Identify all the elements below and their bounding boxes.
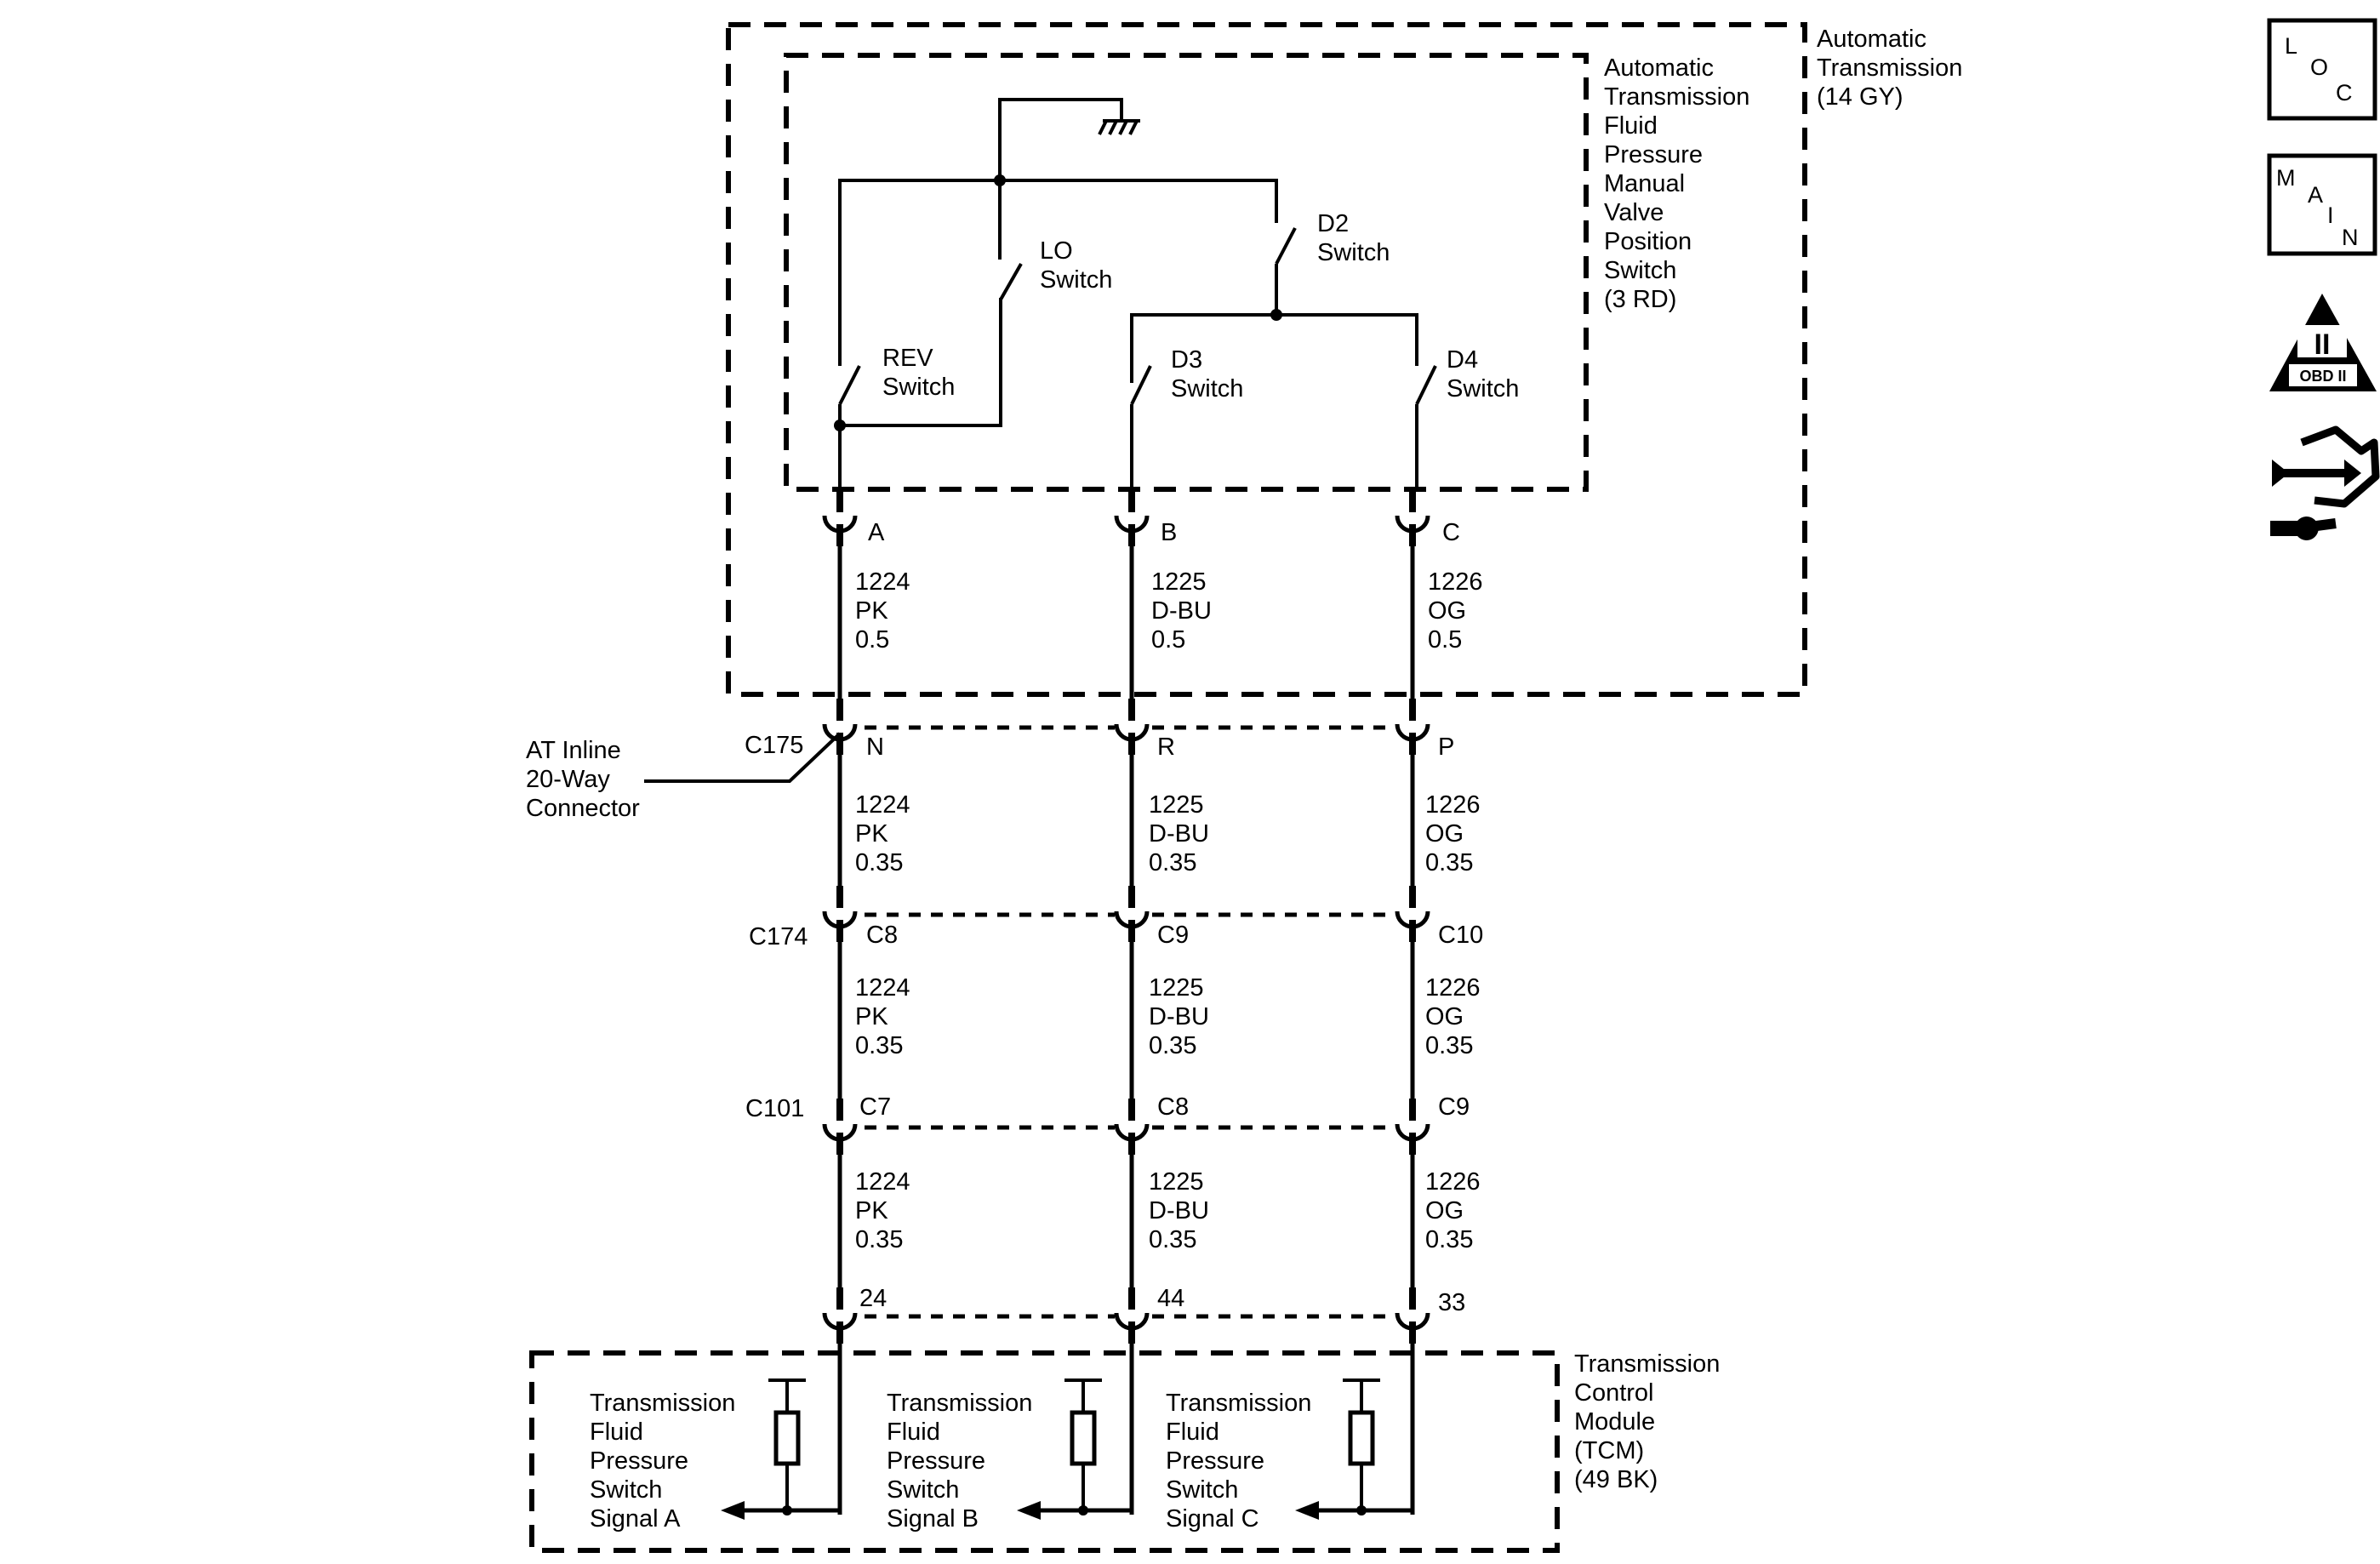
svg-text:N: N: [2342, 225, 2359, 250]
rev-switch-label: REV Switch: [882, 345, 955, 401]
pressure-switch-boundary: [784, 53, 1589, 492]
svg-text:C: C: [2336, 80, 2353, 106]
lo-switch-label: LO Switch: [1040, 237, 1112, 294]
pin-label-c175-n: N: [866, 733, 884, 761]
pin-label-switch-a: A: [868, 519, 885, 546]
pin-label-c174-c10: C10: [1438, 922, 1483, 949]
tcm-input-circuit: [1295, 1378, 1413, 1520]
pin-label-c175-p: P: [1438, 733, 1454, 761]
wire-label-1226-seg3: 1226 OG 0.35: [1425, 974, 1487, 1059]
c175-leader-line: [644, 732, 842, 783]
wire-columns: [822, 489, 1430, 1515]
connector-cavity: [1114, 699, 1150, 755]
tcm-label: Transmission Control Module (TCM) (49 BK…: [1574, 1350, 1726, 1493]
pin-label-c174-c8: C8: [866, 922, 898, 949]
wire-label-1224-seg2: 1224 PK 0.35: [855, 791, 917, 876]
connector-cavity: [1395, 1287, 1430, 1344]
connector-cavity: [1114, 886, 1150, 942]
pin-label-tcm-24: 24: [859, 1285, 887, 1312]
connector-cavity: [822, 1099, 858, 1155]
automatic-transmission-label: Automatic Transmission (14 GY): [1817, 26, 1969, 111]
inline-connector-label: AT Inline 20-Way Connector: [526, 737, 640, 822]
c101-label: C101: [745, 1095, 804, 1122]
tcm-boundary: [529, 1350, 1560, 1553]
tcm-input-circuit: [1017, 1378, 1132, 1520]
signal-c-label: Transmission Fluid Pressure Switch Signa…: [1166, 1390, 1318, 1533]
pin-label-c101-c8: C8: [1157, 1093, 1189, 1121]
svg-text:L: L: [2285, 33, 2297, 59]
pin-label-c175-r: R: [1157, 733, 1175, 761]
wire-label-1225-seg4: 1225 D-BU 0.35: [1149, 1168, 1216, 1253]
svg-text:O: O: [2310, 54, 2328, 80]
pin-label-switch-b: B: [1161, 519, 1177, 546]
connector-cavity: [822, 699, 858, 755]
wire-label-1226-seg2: 1226 OG 0.35: [1425, 791, 1487, 876]
c175-label: C175: [745, 732, 803, 759]
wire-label-1225-seg3: 1225 D-BU 0.35: [1149, 974, 1216, 1059]
service-arrows-wrench-icon[interactable]: [2270, 425, 2380, 541]
pin-label-c101-c7: C7: [859, 1093, 891, 1121]
connector-cavity: [1395, 699, 1430, 755]
main-icon[interactable]: M A I N: [2267, 153, 2377, 256]
wire-label-1224-seg1: 1224 PK 0.5: [855, 568, 917, 654]
pin-label-c174-c9: C9: [1157, 922, 1189, 949]
connector-cavity: [1114, 1099, 1150, 1155]
connector-cavity: [1114, 490, 1150, 546]
wire-label-1224-seg4: 1224 PK 0.35: [855, 1168, 917, 1253]
wire-label-1225-seg2: 1225 D-BU 0.35: [1149, 791, 1216, 876]
d2-switch-label: D2 Switch: [1317, 210, 1390, 266]
automatic-transmission-boundary: [726, 22, 1807, 697]
d4-switch-label: D4 Switch: [1447, 346, 1519, 402]
connector-cavity: [1114, 1287, 1150, 1344]
c174-label: C174: [749, 923, 808, 950]
pin-label-switch-c: C: [1442, 519, 1460, 546]
svg-text:M: M: [2276, 165, 2296, 191]
connector-cavity: [822, 886, 858, 942]
wire-label-1226-seg4: 1226 OG 0.35: [1425, 1168, 1487, 1253]
pin-label-tcm-33: 33: [1438, 1289, 1465, 1316]
connector-cavity: [1395, 886, 1430, 942]
connector-cavity: [1395, 1099, 1430, 1155]
obd-ii-icon[interactable]: II OBD II: [2269, 294, 2377, 391]
pressure-switch-label: Automatic Transmission Fluid Pressure Ma…: [1604, 54, 1756, 313]
loc-icon[interactable]: L O C: [2267, 18, 2377, 121]
wire-label-1225-seg1: 1225 D-BU 0.5: [1151, 568, 1219, 654]
pin-label-tcm-44: 44: [1157, 1285, 1184, 1312]
connector-cavity: [822, 1287, 858, 1344]
wire-label-1226-seg1: 1226 OG 0.5: [1428, 568, 1490, 654]
switch-network: [834, 98, 1437, 489]
wire-label-1224-seg3: 1224 PK 0.35: [855, 974, 917, 1059]
svg-text:A: A: [2308, 182, 2323, 208]
svg-text:I: I: [2327, 203, 2334, 228]
tcm-internals: [721, 1378, 1413, 1520]
svg-text:II: II: [2314, 328, 2331, 361]
svg-text:OBD II: OBD II: [2299, 368, 2346, 385]
signal-a-label: Transmission Fluid Pressure Switch Signa…: [590, 1390, 742, 1533]
pin-label-c101-c9: C9: [1438, 1093, 1470, 1121]
connector-cavity: [1395, 490, 1430, 546]
tcm-input-circuit: [721, 1378, 840, 1520]
connector-cavity: [822, 490, 858, 546]
signal-b-label: Transmission Fluid Pressure Switch Signa…: [887, 1390, 1039, 1533]
d3-switch-label: D3 Switch: [1171, 346, 1243, 402]
